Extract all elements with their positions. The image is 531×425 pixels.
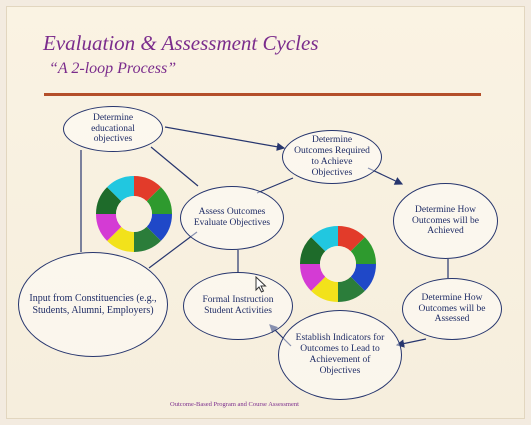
title-divider <box>44 93 481 96</box>
node-label: Formal Instruction Student Activities <box>202 295 274 316</box>
node-label: Assess Outcomes Evaluate Objectives <box>193 207 271 228</box>
node-establish-indicators: Establish Indicators for Outcomes to Lea… <box>278 310 402 400</box>
node-label: Determine How Outcomes will be Achieved <box>411 204 479 237</box>
link-objectives-to-assess <box>150 146 199 187</box>
node-determine-how-assessed: Determine How Outcomes will be Assessed <box>402 278 502 340</box>
node-determine-outcomes-required: Determine Outcomes Required to Achieve O… <box>282 130 382 184</box>
node-determine-educational-objectives: Determine educational objectives <box>63 106 163 152</box>
left-cycle-arrows-icon <box>95 175 173 253</box>
node-label: Establish Indicators for Outcomes to Lea… <box>295 333 385 376</box>
node-input-from-constituencies: Input from Constituencies (e.g., Student… <box>18 252 168 357</box>
node-determine-how-achieved: Determine How Outcomes will be Achieved <box>393 183 498 259</box>
link-outcomes-to-assess <box>256 177 294 194</box>
link-objectives-to-outcomes <box>164 126 286 151</box>
link-assessed-to-indicators <box>395 338 427 348</box>
node-assess-evaluate: Assess Outcomes Evaluate Objectives <box>180 186 284 250</box>
slide-footer: Outcome-Based Program and Course Assessm… <box>170 401 299 408</box>
node-label: Determine educational objectives <box>91 112 135 145</box>
node-formal-instruction: Formal Instruction Student Activities <box>183 272 293 340</box>
node-label: Input from Constituencies (e.g., Student… <box>29 293 157 316</box>
node-label: Determine How Outcomes will be Assessed <box>418 292 486 325</box>
slide-subtitle: “A 2-loop Process” <box>49 60 177 77</box>
right-cycle-arrows-icon <box>299 225 377 303</box>
node-label: Determine Outcomes Required to Achieve O… <box>294 135 370 178</box>
link-assess-to-input <box>148 231 198 269</box>
mouse-pointer-icon <box>255 276 267 293</box>
slide-title: Evaluation & Assessment Cycles <box>43 31 319 55</box>
